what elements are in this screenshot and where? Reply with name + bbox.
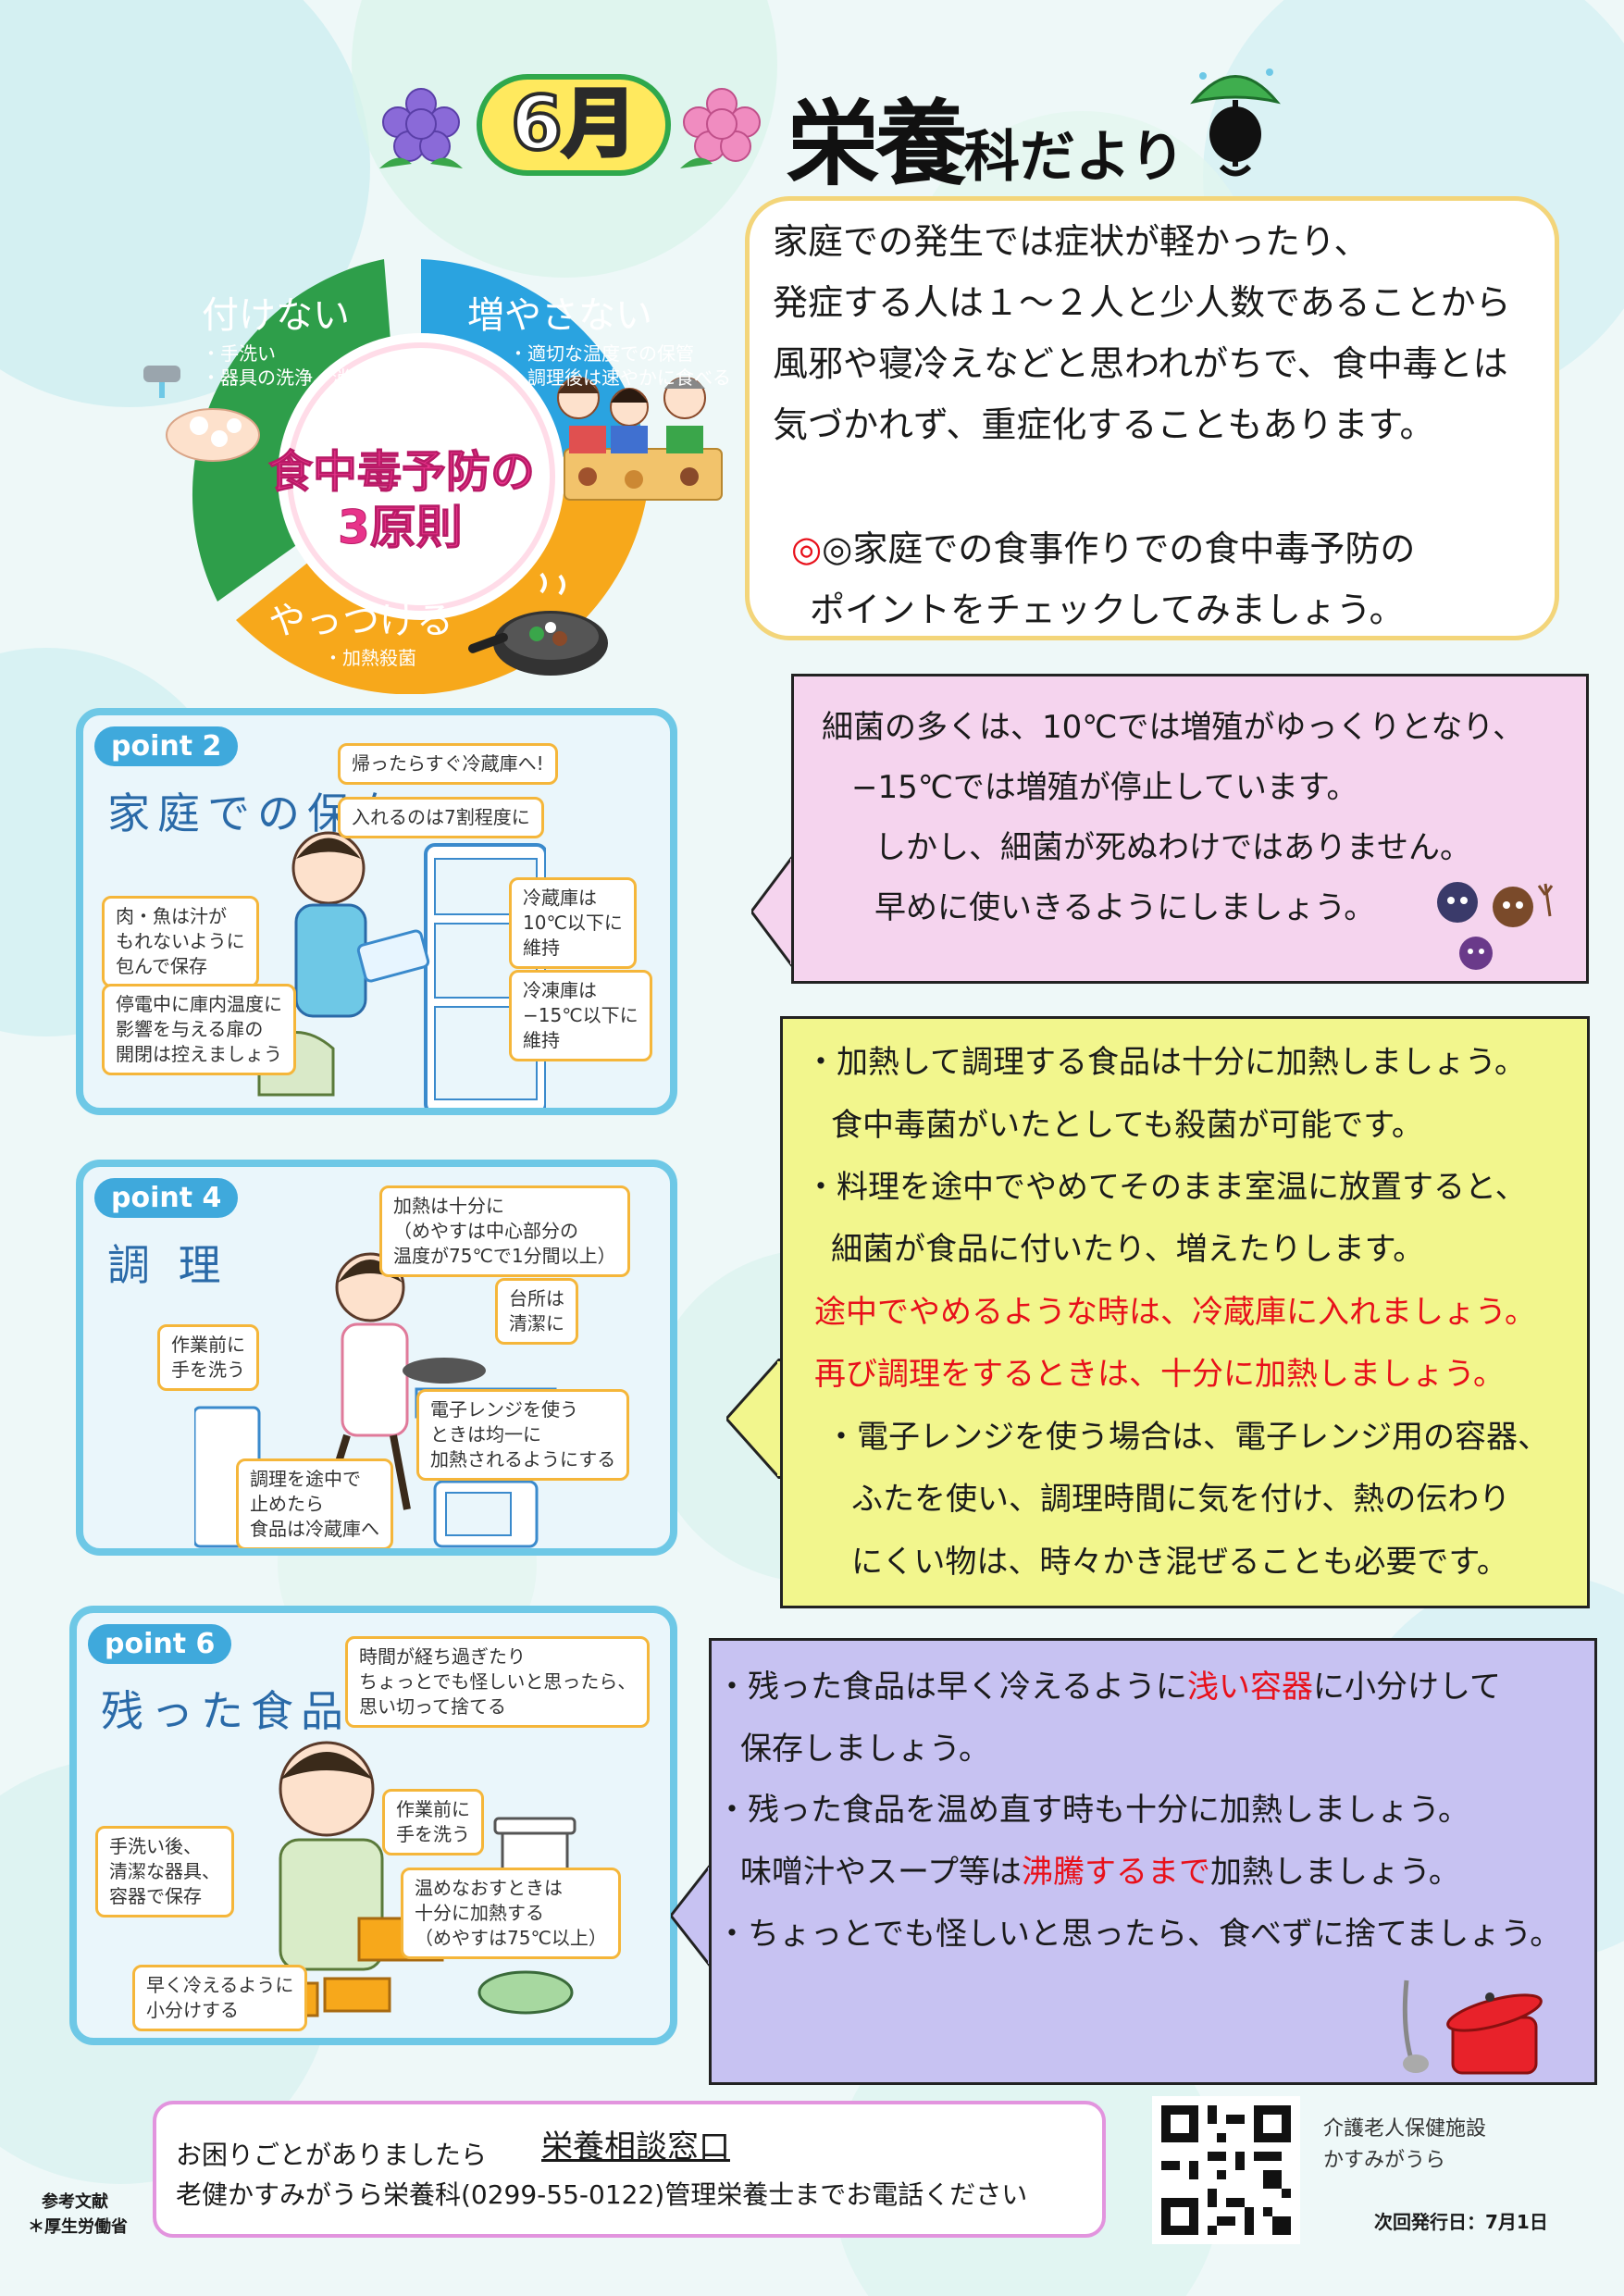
wheel-seg2-item1: ・適切な温度での保管 (509, 342, 694, 365)
bacteria-line-1: 細菌の多くは、10℃では増殖がゆっくりとなり、 (822, 709, 1525, 746)
cooking-line-4: 細菌が食品に付いたり、増えたりします。 (831, 1231, 1425, 1268)
bacteria-line-3: しかし、細菌が死ぬわけではありません。 (874, 829, 1471, 866)
callout-reheat-thoroughly: 温めなおすときは十分に加熱する（めやすは75℃以上） (401, 1868, 621, 1959)
title-small: 科だより (964, 125, 1185, 190)
reference-source: ＊厚生労働省 (28, 2217, 128, 2237)
month-label: 6月 (509, 79, 638, 168)
leftovers-line-1: ・残った食品は早く冷えるように浅い容器に小分けして (716, 1669, 1501, 1706)
header: 6月 栄養科だより (370, 56, 1295, 198)
cooking-line-7: ・電子レンジを使う場合は、電子レンジ用の容器、 (825, 1419, 1549, 1456)
wheel-seg1-title: 付けない (202, 294, 350, 337)
point-badge: point 4 (94, 1178, 239, 1218)
callout-microwave-evenly: 電子レンジを使うときは均一に加熱されるようにする (416, 1389, 630, 1481)
reference-label: 参考文献 (42, 2192, 108, 2212)
next-issue-date: 次回発行日：7月1日 (1374, 2211, 1548, 2233)
hydrangea-left-icon (379, 88, 463, 168)
intro-point-line-2: ポイントをチェックしてみましょう。 (810, 590, 1405, 630)
callout-clean-containers: 手洗い後、清潔な器具、容器で保存 (95, 1826, 234, 1917)
panel-title: 残った食品 (101, 1686, 351, 1736)
germ-characters-icon (1437, 882, 1554, 970)
intro-point-line-1: ◎◎家庭での食事作りでの食中毒予防の (791, 520, 1415, 571)
intro-line-2: 発症する人は１～２人と少人数であることから (773, 282, 1511, 323)
callout-fill-70-percent: 入れるのは7割程度に (338, 797, 544, 838)
point-badge: point 2 (94, 726, 239, 766)
cooking-line-9: にくい物は、時々かき混ぜることも必要です。 (851, 1544, 1508, 1581)
frying-pan-icon (468, 572, 608, 676)
panel-title: 調 理 (107, 1240, 229, 1290)
callout-clean-kitchen: 台所は清潔に (495, 1278, 578, 1345)
cooking-line-6-warning: 再び調理をするときは、十分に加熱しましょう。 (814, 1356, 1505, 1393)
leftovers-line-4: 味噌汁やスープ等は沸騰するまで加熱しましょう。 (740, 1854, 1460, 1891)
wheel-center-line1: 食中毒予防の (267, 446, 536, 499)
wheel-seg1-item1: ・手洗い (202, 342, 276, 365)
intro-line-1: 家庭での発生では症状が軽かったり、 (773, 221, 1370, 262)
facility-name-2: かすみがうら (1323, 2149, 1446, 2172)
callout-heat-thoroughly: 加熱は十分に（めやすは中心部分の温度が75℃で1分間以上） (379, 1185, 630, 1277)
callout-freezer-minus15c: 冷凍庫は−15℃以下に維持 (509, 970, 652, 1061)
panel-leftovers: point 6 残った食品 時間が経ち過ぎたりちょっとでも怪しいと思ったら、思い… (69, 1606, 677, 2045)
bacteria-line-4: 早めに使いきるようにしましょう。 (874, 889, 1376, 926)
callout-throw-away-suspicious: 時間が経ち過ぎたりちょっとでも怪しいと思ったら、思い切って捨てる (345, 1636, 651, 1728)
cooking-line-1: ・加熱して調理する食品は十分に加熱しましょう。 (805, 1044, 1526, 1081)
pot-and-ladle-icon (1402, 1980, 1543, 2075)
callout-wash-hands: 作業前に手を洗う (157, 1324, 259, 1391)
cooking-line-3: ・料理を途中でやめてそのまま室温に放置すると、 (805, 1169, 1527, 1206)
panel-cooking: point 4 調 理 加熱は十分に（めやすは中心部分の温度が75℃で1分間以上… (76, 1160, 677, 1556)
contact-box (153, 2101, 1106, 2238)
intro-point-text: ◎家庭での食事作りでの食中毒予防の (822, 528, 1416, 569)
wheel-seg2-item2: ・調理後は速やかに食べる (509, 366, 731, 389)
boiling-highlight: 沸騰するまで (1021, 1854, 1210, 1891)
intro-line-4: 気づかれず、重症化することもあります。 (773, 404, 1435, 445)
callout-power-outage: 停電中に庫内温度に影響を与える扉の開閉は控えましょう (102, 984, 296, 1075)
contact-phone-line: 老健かすみがうら栄養科(0299-55-0122)管理栄養士までお電話ください (176, 2179, 1028, 2210)
wheel-seg2-title: 増やさない (467, 294, 652, 337)
wheel-center-line2: 3原則 (338, 501, 464, 555)
shallow-container-highlight: 浅い容器 (1186, 1669, 1313, 1706)
callout-divide-small: 早く冷えるように小分けする (132, 1965, 308, 2031)
hand-washing-icon (143, 366, 260, 462)
cooking-line-5-warning: 途中でやめるような時は、冷蔵庫に入れましょう。 (814, 1294, 1536, 1331)
three-principles-wheel (143, 259, 723, 694)
intro-box (745, 196, 1559, 640)
cooking-info-box (780, 1016, 1590, 1608)
callout-wrap-meat-fish: 肉・魚は汁がもれないように包んで保存 (102, 896, 259, 987)
newsletter-title: 栄養科だより (787, 68, 1185, 203)
month-badge (477, 74, 671, 176)
wheel-seg3-title: やっつける (268, 600, 453, 642)
leftovers-line-2: 保存しましょう。 (740, 1731, 990, 1768)
point-badge: point 6 (88, 1624, 232, 1664)
contact-intro: お困りごとがありましたら (176, 2140, 488, 2170)
leftovers-info-box (709, 1638, 1597, 2085)
callout-refrigerate-immediately: 帰ったらすぐ冷蔵庫へ! (338, 743, 558, 785)
cooking-box-pointer (726, 1359, 782, 1479)
intro-line-3: 風邪や寝冷えなどと思われがちで、食中毒とは (773, 343, 1508, 384)
leftovers-box-pointer (671, 1865, 713, 1967)
contact-title: 栄養相談窓口 (541, 2128, 730, 2166)
bacteria-info-box (791, 674, 1589, 984)
leftovers-line-3: ・残った食品を温め直す時も十分に加熱しましょう。 (716, 1792, 1469, 1829)
cooking-line-2: 食中毒菌がいたとしても殺菌が可能です。 (831, 1107, 1423, 1144)
wheel-seg1-item2: ・器具の洗浄、消毒 (202, 366, 368, 389)
title-big: 栄養 (787, 90, 968, 198)
callout-refrigerate-interrupted: 調理を途中で止めたら食品は冷蔵庫へ (236, 1458, 393, 1548)
qr-code-icon (1152, 2096, 1300, 2244)
hydrangea-right-icon (680, 88, 761, 168)
double-circle-icon: ◎ (791, 528, 823, 569)
leftovers-line-5: ・ちょっとでも怪しいと思ったら、食べずに捨てましょう。 (716, 1916, 1562, 1953)
wheel-seg3-item1: ・加熱殺菌 (324, 647, 416, 669)
callout-wash-hands: 作業前に手を洗う (382, 1789, 484, 1855)
family-eating-icon (557, 377, 723, 501)
panel-home-storage: point 2 家庭での保存 帰ったらすぐ冷蔵庫へ! 入れるのは7割程度に 肉・… (76, 708, 677, 1115)
leaf-character-icon (1190, 68, 1281, 177)
facility-name-1: 介護老人保健施設 (1323, 2117, 1487, 2141)
cooking-line-8: ふたを使い、調理時間に気を付け、熱の伝わり (851, 1481, 1511, 1518)
bacteria-line-2: −15℃では増殖が停止しています。 (851, 769, 1358, 806)
